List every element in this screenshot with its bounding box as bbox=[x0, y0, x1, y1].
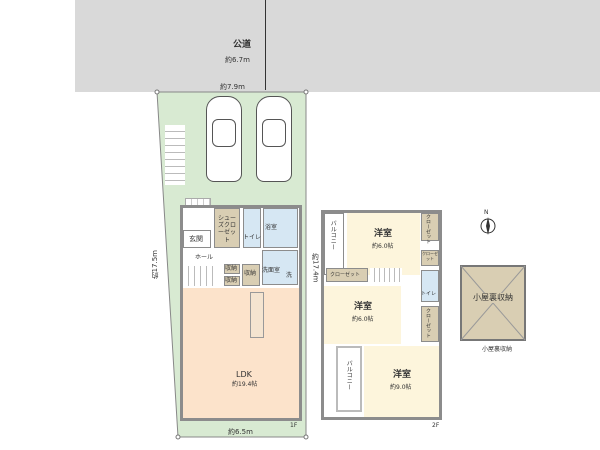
stairs-2f bbox=[370, 268, 402, 282]
lot-rear: 約6.5m bbox=[228, 428, 253, 436]
balcony-2 bbox=[336, 346, 362, 412]
entrance bbox=[183, 230, 211, 248]
room-3 bbox=[364, 346, 439, 417]
closet-1-label: クローゼット bbox=[425, 214, 431, 244]
balcony-1-label: バルコニー bbox=[329, 220, 337, 250]
shoe-closet-label: シューズクローゼット bbox=[217, 215, 236, 244]
closet-3 bbox=[421, 306, 439, 342]
lot-frontage: 約7.9m bbox=[220, 83, 245, 91]
closet-2 bbox=[421, 250, 439, 266]
room-1 bbox=[347, 213, 420, 275]
storage-2-label: 収納 bbox=[225, 277, 238, 284]
washroom bbox=[262, 250, 298, 285]
toilet-1f-label: トイレ bbox=[243, 234, 262, 241]
room-1-label: 洋室 bbox=[374, 229, 393, 239]
washroom-label: 洗面室 bbox=[262, 267, 281, 274]
storage-1-label: 収納 bbox=[225, 265, 238, 272]
loft-caption: 小屋裏収納 bbox=[482, 346, 513, 353]
washer-label: 洗 bbox=[286, 272, 293, 279]
road bbox=[75, 0, 600, 92]
floor1-label: 1F bbox=[290, 422, 298, 429]
ldk-label: LDK bbox=[236, 370, 252, 379]
toilet-2f bbox=[421, 270, 439, 302]
closet-1 bbox=[421, 213, 439, 241]
entrance-label: 玄関 bbox=[189, 235, 203, 243]
ldk bbox=[183, 288, 299, 418]
room-2-size: 約6.0帖 bbox=[352, 316, 374, 323]
lot-depth: 約17.5m bbox=[151, 250, 159, 280]
road-label: 公道 bbox=[233, 40, 252, 50]
storage-1 bbox=[224, 264, 240, 274]
floor2-depth: 約17.4m bbox=[311, 253, 320, 283]
room-2-label: 洋室 bbox=[354, 302, 373, 312]
toilet-1f bbox=[243, 208, 261, 248]
room-1-size: 約6.0帖 bbox=[372, 243, 394, 250]
car-icon bbox=[206, 96, 242, 182]
compass-icon bbox=[480, 217, 496, 235]
bathroom bbox=[263, 208, 298, 248]
storage-3 bbox=[242, 264, 260, 286]
balcony-2-label: バルコニー bbox=[345, 360, 353, 390]
loft-label: 小屋裏収納 bbox=[468, 293, 518, 303]
exterior-stairs bbox=[165, 125, 185, 185]
bathroom-label: 浴室 bbox=[265, 224, 278, 231]
stairs-1f bbox=[183, 266, 218, 286]
closet-hall bbox=[326, 268, 368, 282]
kitchen-counter bbox=[250, 292, 264, 338]
ldk-size: 約19.4帖 bbox=[232, 381, 258, 388]
car-icon bbox=[256, 96, 292, 182]
road-width-arrow bbox=[265, 0, 266, 90]
room-3-label: 洋室 bbox=[393, 370, 412, 380]
shoe-closet bbox=[214, 208, 240, 248]
compass-north-label: N bbox=[484, 209, 489, 216]
closet-2-label: クローゼット bbox=[422, 251, 438, 261]
floor2-label: 2F bbox=[432, 422, 440, 429]
loft bbox=[460, 265, 526, 341]
closet-3-label: クローゼット bbox=[425, 308, 431, 338]
hall-label: ホール bbox=[195, 254, 214, 261]
toilet-2f-label: トイレ bbox=[421, 291, 437, 297]
closet-hall-label: クローゼット bbox=[330, 272, 361, 278]
room-3-size: 約9.0帖 bbox=[390, 384, 412, 391]
room-2 bbox=[324, 286, 401, 344]
storage-2 bbox=[224, 276, 240, 286]
storage-3-label: 収納 bbox=[244, 270, 257, 277]
road-width: 約6.7m bbox=[225, 56, 250, 64]
